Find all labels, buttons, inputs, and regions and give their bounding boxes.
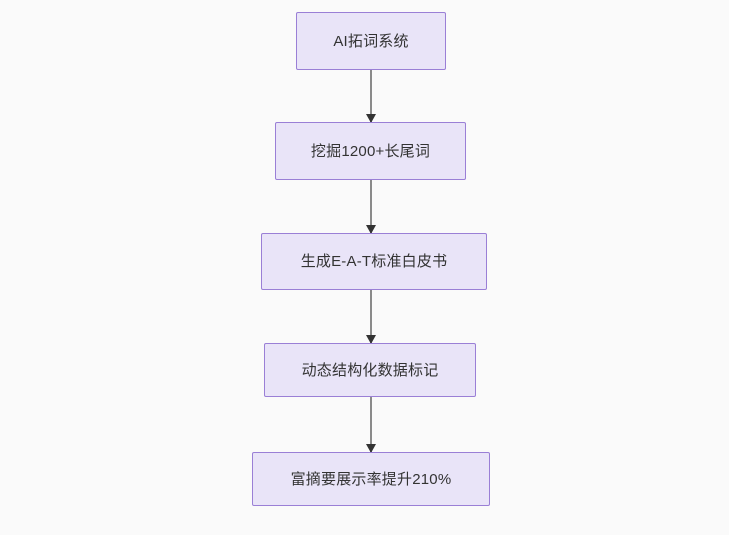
edge-line [370,397,372,452]
flow-edge-n4-n5 [363,397,379,453]
edge-line [370,290,372,343]
flow-node-label: 挖掘1200+长尾词 [310,142,431,160]
flow-node-label: AI拓词系统 [333,32,409,50]
flow-node-mine-longtail-keywords[interactable]: 挖掘1200+长尾词 [275,122,466,180]
flow-node-rich-snippet-impression-uplift[interactable]: 富摘要展示率提升210% [252,452,490,506]
flow-node-generate-eat-whitepaper[interactable]: 生成E-A-T标准白皮书 [261,233,487,290]
flow-node-label: 富摘要展示率提升210% [290,470,452,488]
edge-line [370,70,372,122]
flow-node-dynamic-structured-data-markup[interactable]: 动态结构化数据标记 [264,343,476,397]
flow-edge-n1-n2 [363,70,379,123]
flow-edge-n3-n4 [363,290,379,344]
flow-edge-n2-n3 [363,180,379,234]
flow-node-label: 动态结构化数据标记 [301,361,439,379]
flow-node-label: 生成E-A-T标准白皮书 [300,253,448,270]
edge-line [370,180,372,233]
flow-node-ai-keyword-system[interactable]: AI拓词系统 [296,12,446,70]
